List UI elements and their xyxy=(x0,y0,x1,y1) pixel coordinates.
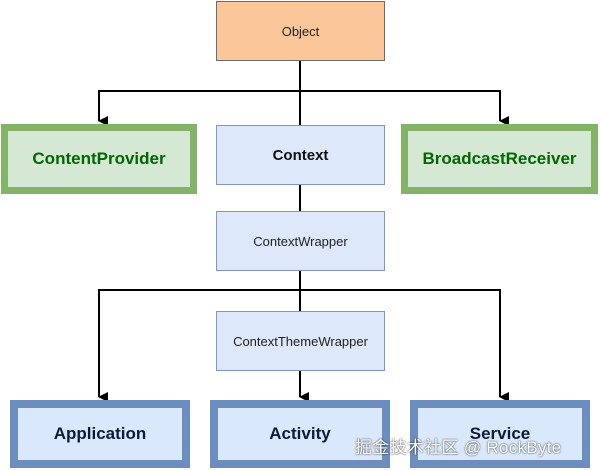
context-label: Context xyxy=(272,146,329,164)
context-wrapper-node: ContextWrapper xyxy=(216,211,385,271)
content-provider-node: ContentProvider xyxy=(1,124,197,194)
broadcast-receiver-node: BroadcastReceiver xyxy=(401,124,598,194)
object-node: Object xyxy=(216,1,385,61)
application-label: Application xyxy=(53,424,147,443)
activity-node: Activity xyxy=(210,400,390,468)
watermark-text: 掘金技术社区 @ RockByte xyxy=(355,438,562,457)
service-node: Service xyxy=(410,400,590,468)
context-wrapper-label: ContextWrapper xyxy=(253,233,348,249)
context-theme-wrapper-node: ContextThemeWrapper xyxy=(216,311,385,371)
service-label: Service xyxy=(469,424,531,443)
activity-label: Activity xyxy=(269,424,331,443)
content-provider-label: ContentProvider xyxy=(32,149,166,168)
broadcast-receiver-label: BroadcastReceiver xyxy=(422,149,577,168)
context-theme-wrapper-label: ContextThemeWrapper xyxy=(233,333,368,349)
object-label: Object xyxy=(281,23,320,39)
context-node: Context xyxy=(216,125,385,185)
application-node: Application xyxy=(10,400,190,468)
